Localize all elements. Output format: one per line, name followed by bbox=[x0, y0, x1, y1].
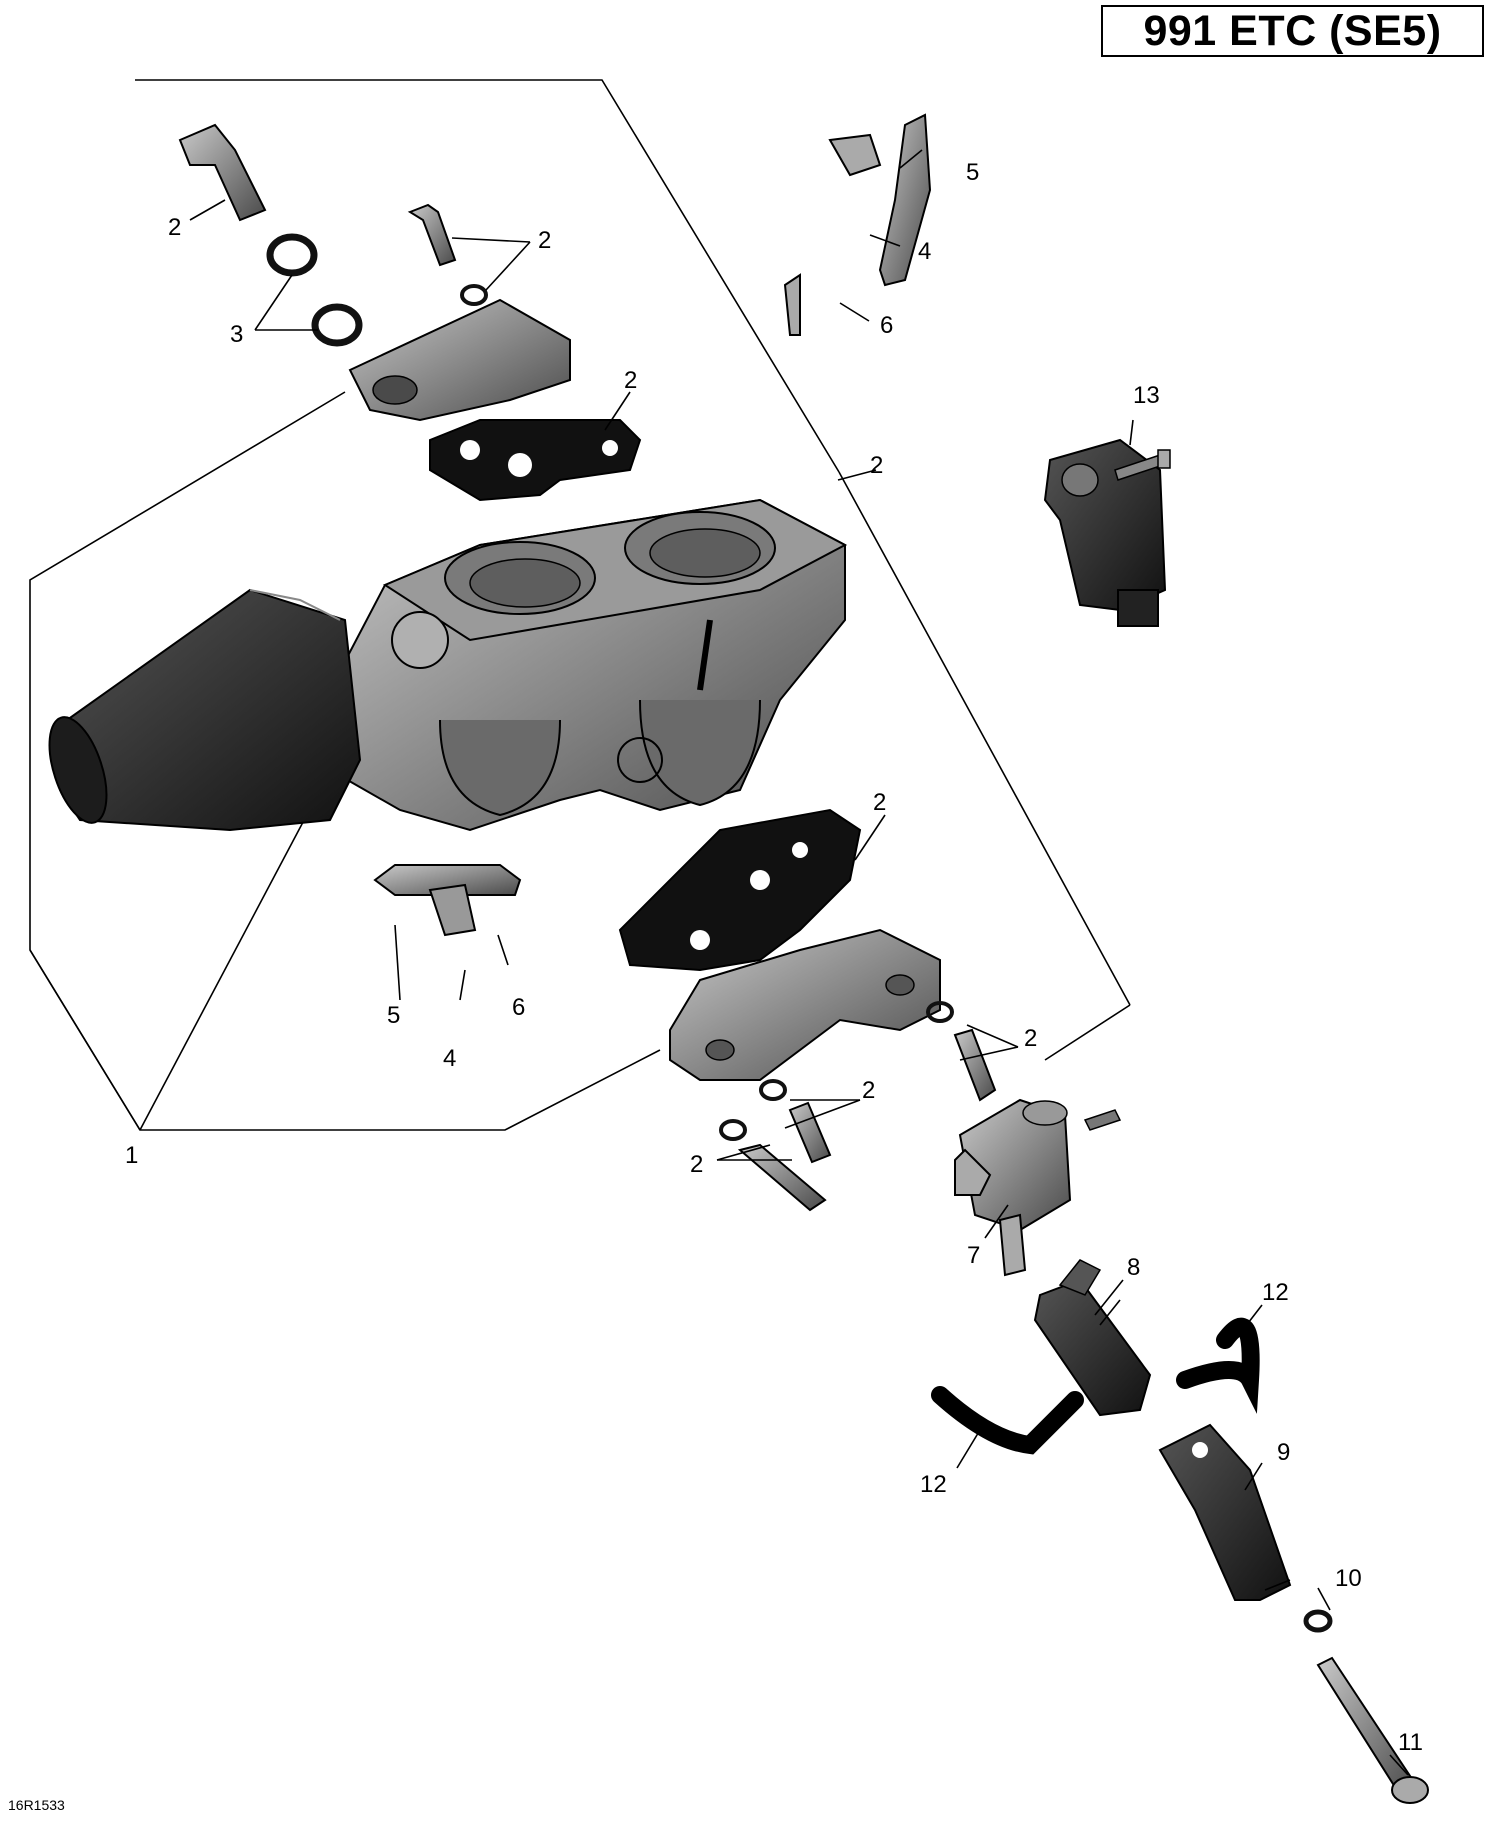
lower-bolt-c bbox=[737, 1143, 827, 1212]
mounting-bracket bbox=[1158, 1423, 1292, 1601]
top-large-bolt bbox=[178, 123, 267, 222]
leader-lines bbox=[189, 149, 1409, 1776]
hose-left bbox=[931, 1386, 1084, 1455]
callout-6-lower: 6 bbox=[512, 994, 525, 1021]
callout-9: 9 bbox=[1277, 1439, 1290, 1466]
top-fuel-injector bbox=[783, 113, 932, 336]
callout-12-right: 12 bbox=[1262, 1279, 1289, 1306]
callout-8: 8 bbox=[1127, 1254, 1140, 1281]
hose-connector bbox=[1033, 1259, 1152, 1417]
callout-labels: 1 2 2 2 2 2 2 2 2 3 4 4 5 5 6 6 7 8 9 10… bbox=[125, 159, 1423, 1756]
lower-gasket bbox=[618, 808, 862, 972]
lower-o-ring-b bbox=[759, 1079, 787, 1101]
assembly-outline bbox=[29, 79, 1131, 1131]
long-bolt bbox=[1316, 1656, 1429, 1804]
callout-13: 13 bbox=[1133, 382, 1160, 409]
sensor-screw bbox=[1114, 449, 1171, 481]
callout-4-lower: 4 bbox=[443, 1045, 456, 1072]
diagram-title-box: 991 ETC (SE5) bbox=[1101, 5, 1484, 57]
lower-bolt-b bbox=[788, 1101, 832, 1164]
lower-bolt-a bbox=[953, 1028, 997, 1102]
top-gasket bbox=[429, 419, 642, 502]
lower-o-ring-a bbox=[926, 1001, 954, 1023]
top-fuel-rail bbox=[348, 298, 571, 422]
top-small-bolt bbox=[407, 203, 457, 267]
washer bbox=[1303, 1609, 1333, 1633]
callout-2-lower-gasket: 2 bbox=[873, 789, 886, 816]
callout-2-lower-right: 2 bbox=[1024, 1025, 1037, 1052]
callout-2-top-left: 2 bbox=[168, 214, 181, 241]
reference-code: 16R1533 bbox=[8, 1797, 65, 1813]
callout-2-lower-middle: 2 bbox=[862, 1077, 875, 1104]
hose-right bbox=[1176, 1317, 1260, 1414]
callout-7: 7 bbox=[967, 1242, 980, 1269]
lower-fuel-rail bbox=[669, 928, 941, 1081]
callout-2-lower-left: 2 bbox=[690, 1151, 703, 1178]
callout-2-outline: 2 bbox=[870, 452, 883, 479]
callout-1: 1 bbox=[125, 1142, 138, 1169]
callout-12-left: 12 bbox=[920, 1471, 947, 1498]
callout-2-small-bolt: 2 bbox=[538, 227, 551, 254]
fuel-pressure-regulator bbox=[954, 1098, 1122, 1277]
callout-10: 10 bbox=[1335, 1565, 1362, 1592]
top-o-ring-upper bbox=[266, 233, 318, 277]
diagram-title: 991 ETC (SE5) bbox=[1143, 6, 1442, 55]
callout-6-top: 6 bbox=[880, 312, 893, 339]
top-small-o-ring bbox=[460, 284, 488, 306]
callout-5-lower: 5 bbox=[387, 1002, 400, 1029]
callout-4-top: 4 bbox=[918, 238, 931, 265]
callout-3: 3 bbox=[230, 321, 243, 348]
callout-11: 11 bbox=[1398, 1729, 1423, 1756]
callout-2-top-gasket: 2 bbox=[624, 367, 637, 394]
callout-5-top: 5 bbox=[966, 159, 979, 186]
intake-boot bbox=[48, 588, 362, 832]
sensor-module bbox=[1043, 438, 1167, 627]
lower-fuel-injector bbox=[373, 864, 522, 937]
throttle-body bbox=[329, 498, 848, 832]
lower-o-ring-c bbox=[719, 1119, 747, 1141]
top-o-ring-lower bbox=[311, 303, 363, 347]
